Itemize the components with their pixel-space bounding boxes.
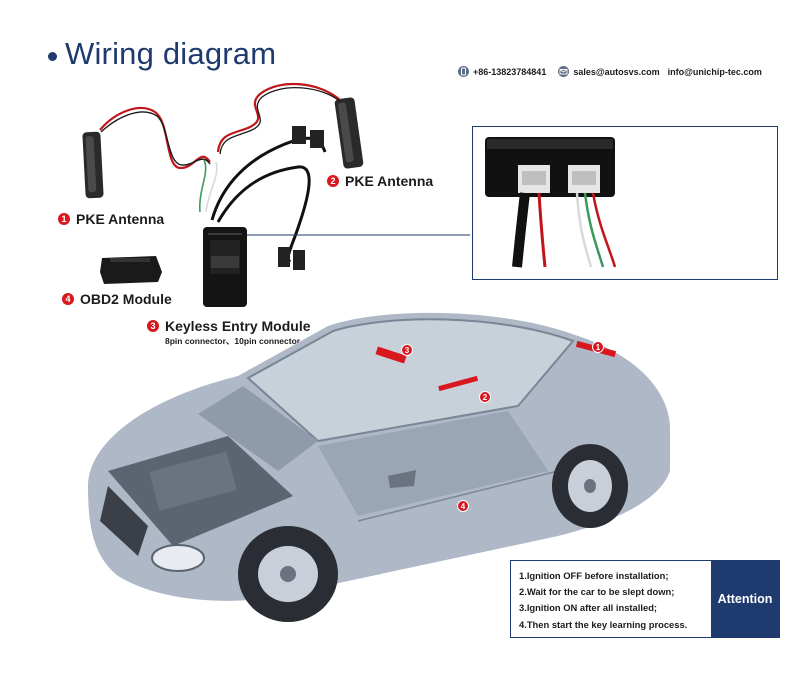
marker-badge: 2 [327, 175, 339, 187]
label-obd2-module: 4 OBD2 Module [62, 291, 172, 307]
title-block: Wiring diagram [48, 36, 276, 72]
contact-email-info[interactable]: info@unichip-tec.com [667, 66, 762, 77]
page-title: Wiring diagram [65, 36, 277, 71]
pke-antenna-right [334, 97, 364, 169]
label-keyless-entry-module: 3 Keyless Entry Module [147, 318, 311, 334]
front-wheel [238, 526, 338, 622]
pke-antenna-left [82, 131, 104, 199]
label-connector-note: 8pin connector、10pin connector [165, 336, 301, 346]
connector-inset-photo [472, 126, 778, 280]
car-marker-3: 3 [401, 344, 413, 356]
attention-item: 3.Ignition ON after all installed; [519, 602, 658, 614]
marker-badge: 3 [147, 320, 159, 332]
phone-icon [458, 66, 469, 77]
contact-phone[interactable]: +86-13823784841 [473, 66, 547, 77]
bullet-icon [48, 51, 57, 61]
car-cutaway-illustration [88, 312, 670, 622]
attention-item: 2.Wait for the car to be slept down; [519, 586, 675, 598]
car-marker-4: 4 [457, 500, 469, 512]
attention-panel: 1.Ignition OFF before installation; 2.Wa… [510, 560, 780, 638]
contact-bar: +86-13823784841 sales@autosvs.com info@u… [458, 66, 762, 77]
attention-item: 4.Then start the key learning process. [519, 618, 688, 630]
wiring-harness-illustration [82, 82, 470, 307]
marker-badge: 1 [58, 213, 70, 225]
attention-item: 1.Ignition OFF before installation; [519, 570, 669, 581]
label-pke-antenna-2: 2 PKE Antenna [327, 173, 433, 189]
car-marker-2: 2 [479, 391, 491, 403]
keyless-entry-module [203, 227, 247, 307]
attention-heading: Attention [711, 561, 779, 637]
rear-wheel [552, 444, 628, 528]
obd2-module [100, 256, 162, 284]
attention-list: 1.Ignition OFF before installation; 2.Wa… [511, 561, 711, 637]
car-marker-1: 1 [592, 341, 604, 353]
marker-badge: 4 [62, 293, 74, 305]
mail-icon [558, 66, 570, 77]
contact-email-sales[interactable]: sales@autosvs.com [573, 66, 660, 77]
label-pke-antenna-1: 1 PKE Antenna [58, 211, 164, 227]
